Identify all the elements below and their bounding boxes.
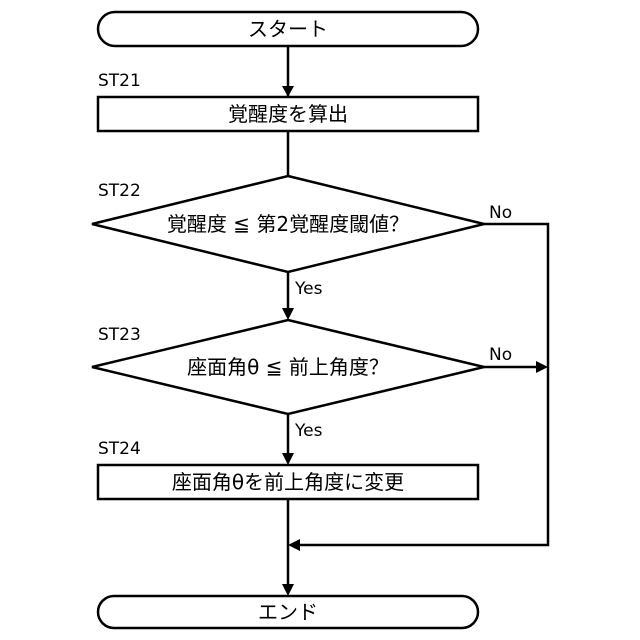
arrowhead-st23 [282,308,294,320]
decision-st22-text: 覚醒度 ≦ 第2覚醒度閾値？ [167,212,409,236]
edge-label-st23-no: No [489,345,512,365]
arrowhead-merge [288,539,300,551]
process-box-st24-text: 座面角θを前上角度に変更 [172,470,404,494]
decision-st23-text: 座面角θ ≦ 前上角度？ [187,355,389,379]
end-terminal-label: エンド [258,600,318,624]
edge-label-st23-yes: Yes [294,421,323,441]
arrowhead-st24 [282,453,294,465]
step-label-st21: ST21 [98,71,141,91]
edge-label-st22-no: No [489,203,512,223]
step-label-st22: ST22 [98,181,141,201]
start-terminal-label: スタート [248,17,328,41]
arrowhead-end [282,584,294,596]
arrowhead-st21 [282,86,294,97]
arrowhead-st23-no [536,361,548,373]
edge-label-st22-yes: Yes [294,279,323,299]
process-box-st21-text: 覚醒度を算出 [228,102,348,126]
step-label-st24: ST24 [98,439,141,459]
step-label-st23: ST23 [98,325,141,345]
